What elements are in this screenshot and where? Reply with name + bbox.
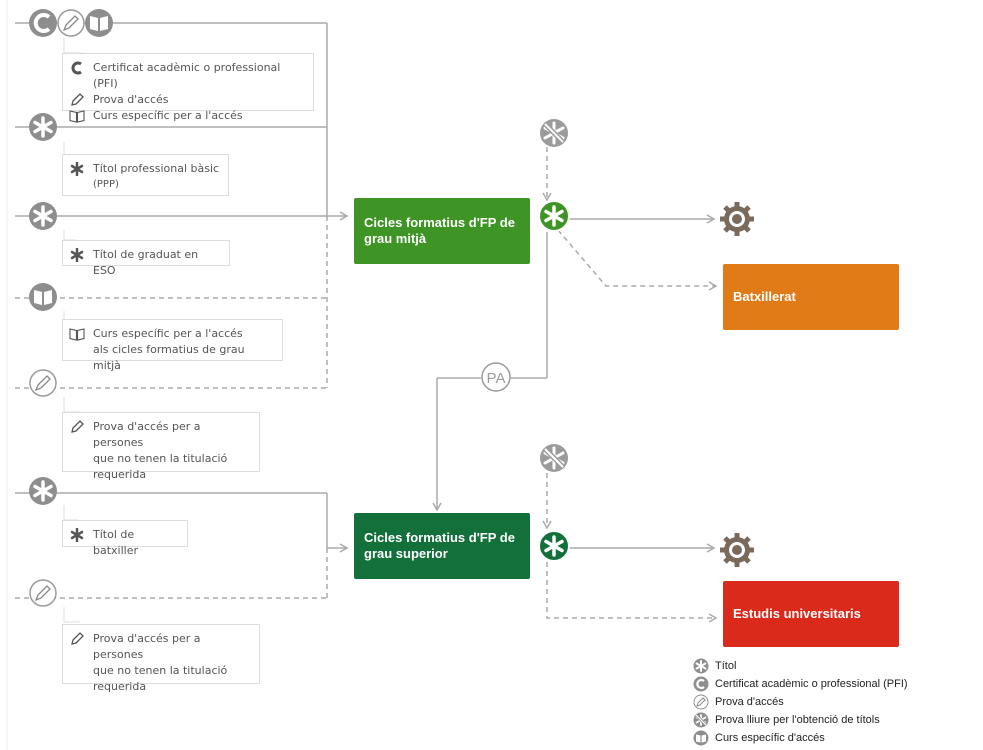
universitaris-box[interactable]: Estudis universitaris — [723, 581, 899, 647]
note-text: requerida — [93, 680, 147, 693]
pencil-icon — [69, 419, 85, 435]
grau-mitja-label: Cicles formatius d'FP de grau mitjà — [364, 215, 515, 246]
note-text: Curs específic per a l'accés — [93, 327, 243, 340]
note-ppp: Títol professional bàsic (PPP) — [62, 154, 229, 196]
note-text: que no tenen la titulació — [93, 452, 228, 465]
book-icon — [85, 9, 113, 37]
batxillerat-box[interactable]: Batxillerat — [723, 264, 899, 330]
legend-item: Prova d'accés — [693, 693, 908, 711]
legend-item: Curs específic d'accés — [693, 729, 908, 747]
note-text: als cicles formatius de grau mitjà — [93, 343, 245, 372]
pencil-icon — [69, 92, 85, 108]
note-text: Títol de batxiller — [93, 528, 139, 557]
certificate-icon — [693, 676, 709, 692]
book-icon — [69, 326, 85, 342]
note-text: Certificat acadèmic o professional (PFI) — [93, 61, 281, 90]
legend-label: Curs específic d'accés — [715, 732, 825, 744]
universitaris-label: Estudis universitaris — [733, 606, 861, 621]
pencil-icon — [693, 694, 709, 710]
note-tails — [63, 38, 84, 623]
gear-icon — [720, 533, 754, 567]
superior-connectors — [15, 492, 349, 599]
certificate-icon — [29, 9, 57, 37]
note-eso: Títol de graduat en ESO — [62, 240, 230, 277]
star-icon — [69, 527, 85, 543]
note-access-requirements: Certificat acadèmic o professional (PFI)… — [62, 53, 314, 123]
book-icon — [693, 730, 709, 746]
pencil-icon — [57, 9, 85, 37]
pencil-icon — [29, 579, 57, 607]
star-icon — [69, 247, 85, 263]
star-icon — [29, 113, 57, 141]
pencil-icon — [29, 369, 57, 397]
legend-item: Títol — [693, 657, 908, 675]
star-icon — [693, 658, 709, 674]
pa-label: PA — [487, 370, 506, 387]
free-test-icon — [693, 712, 709, 728]
star-icon — [29, 477, 57, 505]
note-text: que no tenen la titulació — [93, 664, 228, 677]
note-text: Curs específic per a l'accés — [93, 109, 243, 122]
legend-label: Títol — [715, 660, 737, 672]
note-text: Títol professional bàsic — [93, 162, 220, 175]
free-test-icon — [540, 444, 568, 472]
note-text: Prova d'accés per a persones — [93, 632, 201, 661]
note-text: Títol de graduat en ESO — [93, 248, 199, 277]
pa-node: PA — [481, 362, 511, 392]
gear-icon — [720, 202, 754, 236]
book-icon — [69, 108, 85, 124]
legend: Títol Certificat acadèmic o professional… — [693, 657, 908, 747]
legend-label: Certificat acadèmic o professional (PFI) — [715, 678, 908, 690]
star-icon — [69, 161, 85, 177]
note-batxiller: Títol de batxiller — [62, 520, 188, 557]
mitja-title-node — [538, 200, 570, 232]
legend-item: Prova lliure per l'obtenció de títols — [693, 711, 908, 729]
note-prova-mitja: Prova d'accés per a persones que no tene… — [62, 412, 260, 481]
note-text: requerida — [93, 468, 147, 481]
certificate-icon — [69, 60, 85, 76]
note-text: Prova d'accés — [93, 93, 169, 106]
pencil-icon — [69, 631, 85, 647]
superior-title-node — [538, 530, 570, 562]
grau-superior-box[interactable]: Cicles formatius d'FP de grau superior — [354, 513, 530, 579]
note-prova-superior: Prova d'accés per a persones que no tene… — [62, 624, 260, 693]
batxillerat-label: Batxillerat — [733, 289, 796, 304]
star-icon — [29, 202, 57, 230]
legend-label: Prova d'accés — [715, 696, 784, 708]
book-icon — [29, 283, 57, 311]
note-text: (PPP) — [93, 179, 119, 190]
legend-label: Prova lliure per l'obtenció de títols — [715, 714, 880, 726]
grau-superior-label: Cicles formatius d'FP de grau superior — [364, 530, 515, 561]
note-curs-mitja: Curs específic per a l'accés als cicles … — [62, 319, 283, 372]
right-connectors — [432, 147, 718, 623]
legend-item: Certificat acadèmic o professional (PFI) — [693, 675, 908, 693]
grau-mitja-box[interactable]: Cicles formatius d'FP de grau mitjà — [354, 198, 530, 264]
note-text: Prova d'accés per a persones — [93, 420, 201, 449]
free-test-icon — [540, 119, 568, 147]
